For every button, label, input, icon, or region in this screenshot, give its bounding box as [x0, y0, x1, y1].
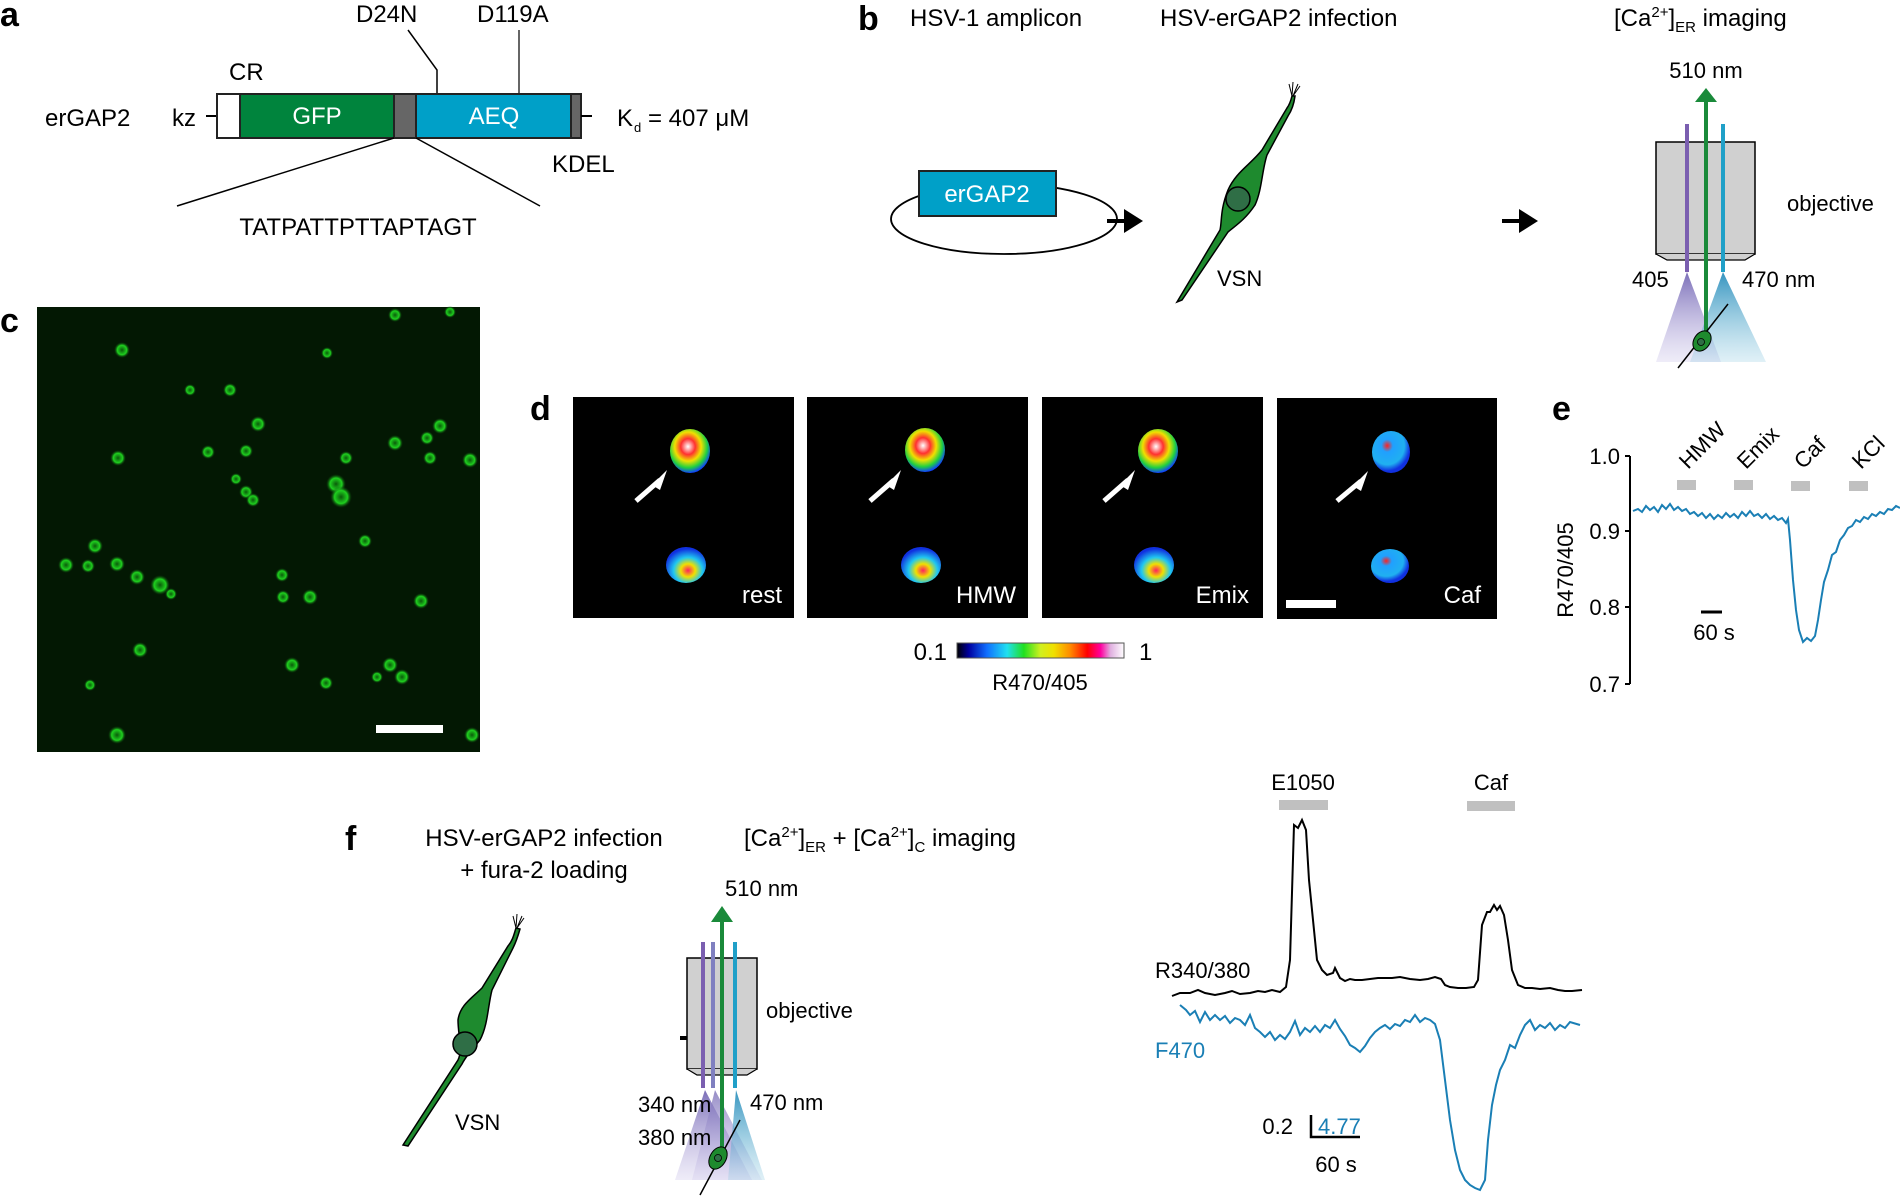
emission-label: 510 nm [1669, 58, 1742, 83]
linker-box [393, 93, 417, 139]
gfp-micrograph [37, 307, 480, 752]
step-imaging-title: [Ca2+]ER imaging [1614, 4, 1787, 36]
panel-label-e: e [1552, 390, 1571, 428]
colorbar-label: R470/405 [992, 670, 1087, 695]
stimulus-label: KCl [1847, 431, 1890, 474]
mutation-d119a: D119A [477, 1, 549, 28]
vsn-label: VSN [455, 1110, 500, 1135]
kz-label: kz [172, 105, 196, 132]
y-tick-label: 0.8 [1589, 595, 1620, 620]
kd-value: = 407 μM [648, 105, 749, 132]
stimulus-bar-e1050 [1279, 800, 1328, 810]
colorbar-max: 1 [1139, 639, 1152, 666]
y-tick-label: 0.9 [1589, 519, 1620, 544]
stimulus-label: E1050 [1271, 770, 1335, 795]
ratio-image-caf: Caf [1277, 398, 1497, 619]
ergap2-insert [918, 170, 1057, 217]
construct-name: erGAP2 [45, 105, 130, 132]
mutation-d24n: D24N [356, 1, 417, 28]
emission-label: 510 nm [725, 876, 798, 901]
trace-f470 [1179, 1004, 1581, 1192]
y-tick-label: 1.0 [1589, 444, 1620, 469]
aeq-label: AEQ [469, 103, 520, 130]
colorbar-min: 0.1 [914, 639, 947, 666]
stimulus-bar-caf [1467, 801, 1515, 811]
stimulus-label: Caf [1474, 770, 1509, 795]
step-imaging-title: [Ca2+]ER + [Ca2+]C imaging [744, 824, 1016, 856]
panel-d: d rest HMW Emix [530, 390, 1497, 695]
panel-f: f HSV-erGAP2 infection + fura-2 loading … [345, 770, 1583, 1196]
linker-sequence: TATPATTPTTAPTAGT [239, 214, 477, 241]
cr-label: CR [229, 59, 264, 86]
kd-subscript: d [634, 120, 641, 135]
step-amplicon-title: HSV-1 amplicon [910, 5, 1082, 32]
ratio-image-emix: Emix [1042, 397, 1263, 618]
panel-b: b HSV-1 amplicon erGAP2 HSV-erGAP2 infec… [858, 0, 1874, 369]
y-axis-label: R470/405 [1553, 522, 1578, 617]
exc-470-label: 470 nm [1742, 267, 1815, 292]
panel-c: c [0, 302, 480, 752]
gfp-label: GFP [292, 103, 341, 130]
emission-arrowhead [1695, 88, 1717, 102]
vsn-neuron-icon [401, 913, 525, 1147]
panel-label-b: b [858, 0, 879, 38]
stimulus-bars [1677, 480, 1868, 491]
arrow-icon [1107, 209, 1143, 233]
linker-callout-right [415, 137, 541, 207]
stimulus-label: Caf [1789, 431, 1832, 474]
trace-r340-380 [1171, 817, 1583, 997]
scale-y-f470: 4.77 [1318, 1114, 1361, 1139]
step-loading-title: + fura-2 loading [460, 857, 627, 884]
excitation-cone-470 [728, 1090, 765, 1180]
d24n-pointer [407, 29, 438, 94]
image-caption: HMW [956, 582, 1016, 609]
trace-r470-405 [1632, 502, 1900, 644]
scale-y-r340: 0.2 [1262, 1114, 1293, 1139]
small-neuron-icon [1677, 303, 1729, 369]
image-caption: Emix [1196, 582, 1249, 609]
scale-bar [1286, 600, 1336, 608]
scale-bar-l [1309, 1115, 1360, 1139]
plasmid-label: erGAP2 [944, 181, 1029, 208]
stimulus-label: Emix [1732, 421, 1784, 473]
ratio-image-hmw: HMW [807, 397, 1028, 618]
image-caption: rest [742, 582, 782, 609]
y-ticks [1625, 455, 1630, 685]
kd-k: K [617, 105, 633, 132]
trace-label-r340-380: R340/380 [1155, 958, 1250, 983]
small-neuron-icon [699, 1119, 741, 1196]
ratio-image-rest: rest [573, 397, 794, 618]
panel-label-f: f [345, 820, 357, 858]
fluorescent-cells [58, 306, 480, 744]
emission-arrowhead [711, 906, 733, 922]
kdel-label: KDEL [552, 151, 615, 178]
vsn-neuron-icon [1175, 81, 1301, 304]
colorbar [956, 642, 1125, 659]
arrow-icon [1502, 209, 1538, 233]
panel-label-c: c [0, 302, 19, 340]
panel-a: a CR D24N D119A erGAP2 kz GFP AEQ K d = … [0, 0, 749, 241]
trace-label-f470: F470 [1155, 1038, 1205, 1063]
stimulus-label: HMW [1674, 417, 1731, 474]
panel-e: e 1.0 0.9 0.8 0.7 R470/405 HMW Emix Caf … [1552, 390, 1900, 697]
scale-bar [376, 725, 443, 733]
exc-405-label: 405 [1632, 267, 1669, 292]
scale-x-time: 60 s [1315, 1152, 1357, 1177]
step-infection-title: HSV-erGAP2 infection [425, 825, 662, 852]
kdel-box [570, 93, 582, 139]
step-infection-title: HSV-erGAP2 infection [1160, 5, 1397, 32]
vsn-label: VSN [1217, 266, 1262, 291]
exc-470-label: 470 nm [750, 1090, 823, 1115]
objective-label: objective [1787, 191, 1874, 216]
exc-340-label: 340 nm [638, 1092, 711, 1117]
exc-380-label: 380 nm [638, 1125, 711, 1150]
y-tick-label: 0.7 [1589, 672, 1620, 697]
image-caption: Caf [1444, 582, 1482, 609]
objective-label: objective [766, 998, 853, 1023]
panel-label-a: a [0, 0, 20, 34]
linker-callout-left [176, 137, 395, 207]
panel-label-d: d [530, 390, 551, 428]
time-scale-label: 60 s [1693, 620, 1735, 645]
cr-box [216, 93, 241, 139]
